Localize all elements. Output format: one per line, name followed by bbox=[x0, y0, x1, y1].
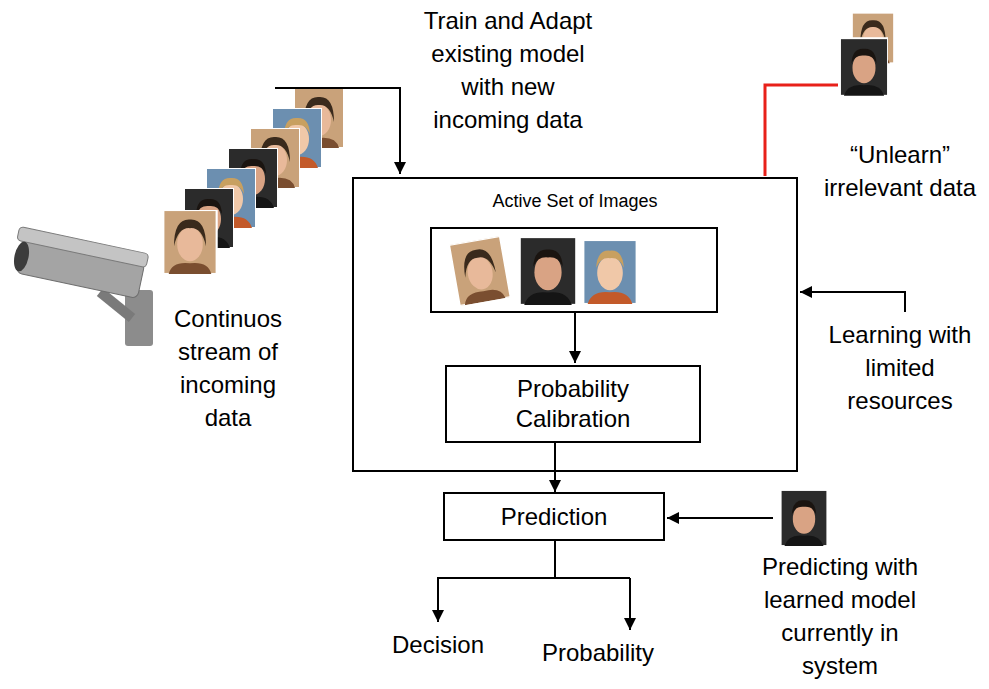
unlearn-line bbox=[765, 85, 838, 176]
set-to-calibration-arrow bbox=[574, 313, 576, 363]
photo bbox=[520, 237, 577, 305]
camera-hood bbox=[17, 227, 149, 268]
box-label: Prediction bbox=[501, 502, 608, 532]
process-box: Probability Calibration bbox=[445, 365, 701, 443]
query-photo bbox=[781, 490, 828, 546]
resources-note: Learning with limited resources bbox=[820, 318, 980, 417]
photo bbox=[163, 210, 216, 274]
unlearn-note: “Unlearn” irrelevant data bbox=[815, 138, 985, 204]
prediction-note: Predicting with learned model currently … bbox=[740, 550, 940, 682]
active-set-frame: Active Set of ImagesProbability Calibrat… bbox=[352, 177, 798, 472]
photo bbox=[449, 236, 511, 306]
camera-icon bbox=[10, 227, 153, 346]
process-box: Prediction bbox=[443, 492, 665, 541]
stream-note: Continuos stream of incoming data bbox=[158, 302, 298, 434]
flow-arrow bbox=[554, 443, 556, 492]
resources-arrow bbox=[800, 292, 905, 312]
input-note: Train and Adapt existing model with new … bbox=[413, 4, 603, 136]
image-set-box bbox=[431, 228, 717, 312]
train-arrow bbox=[275, 88, 400, 174]
output-stem bbox=[554, 541, 556, 578]
query-arrow bbox=[667, 517, 773, 519]
probability-arrow bbox=[629, 578, 631, 630]
camera-body bbox=[10, 227, 149, 299]
active-photos bbox=[449, 236, 637, 306]
output-split bbox=[437, 577, 630, 579]
incoming-photo-stack bbox=[163, 88, 344, 274]
output-label: Probability bbox=[523, 636, 673, 669]
unlearned-photos bbox=[840, 13, 894, 96]
photo bbox=[840, 38, 888, 96]
photo bbox=[583, 240, 636, 304]
box-label: Probability Calibration bbox=[493, 374, 653, 434]
decision-arrow bbox=[437, 578, 439, 622]
group-heading: Active Set of Images bbox=[354, 191, 796, 213]
photo-rotated bbox=[449, 236, 511, 306]
output-label: Decision bbox=[368, 628, 508, 661]
camera-lens bbox=[12, 240, 32, 272]
